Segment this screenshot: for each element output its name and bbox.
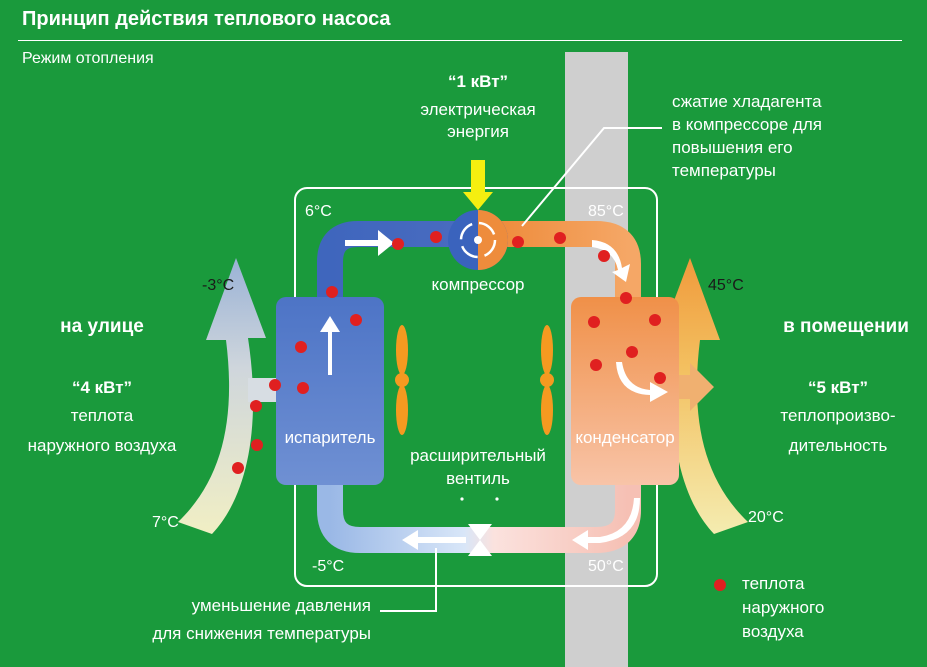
heat-dot: [649, 314, 661, 326]
temp-inside-return: 20°C: [748, 509, 784, 526]
power-value: “1 кВт”: [447, 72, 509, 91]
compression-note-line1: сжатие хладагента: [672, 92, 822, 111]
condenser-label: конденсатор: [575, 428, 675, 447]
flow-arrow-condenser: [616, 362, 668, 402]
flow-arrow-top-right: [592, 240, 630, 282]
legend-heat-dot: [714, 579, 726, 591]
heat-dot: [626, 346, 638, 358]
liquid-pipe: [317, 480, 641, 553]
temp-outside-intake: 7°C: [152, 514, 179, 531]
compression-note-line4: температуры: [672, 161, 776, 180]
heat-dot: [590, 359, 602, 371]
heat-dot: [430, 231, 442, 243]
fan-icon-right: [540, 325, 554, 435]
temp-outside-exhaust: -3°C: [202, 277, 235, 294]
heat-dot: [620, 292, 632, 304]
page-title: Принцип действия теплового насоса: [22, 8, 391, 30]
inside-air-arrow: [660, 258, 748, 534]
outside-air-arrow: [178, 258, 266, 534]
evaporator-label: испаритель: [284, 428, 376, 447]
pressure-leader-line: [380, 548, 437, 612]
heat-dot: [297, 382, 309, 394]
flow-arrow-top-left: [345, 230, 394, 256]
flow-arrow-bottom-left: [402, 530, 466, 550]
heat-dot: [588, 316, 600, 328]
legend-line1: теплота: [742, 574, 805, 593]
inside-label: в помещении: [783, 316, 909, 337]
heat-dot: [654, 372, 666, 384]
inside-power-value: “5 кВт”: [807, 378, 869, 397]
condenser: [571, 297, 679, 485]
mode-subtitle: Режим отопления: [22, 50, 154, 67]
flow-arrow-bottom-right: [572, 498, 640, 550]
temp-compressor-out: 85°C: [588, 203, 624, 220]
heat-dot: [512, 236, 524, 248]
inside-desc-line1: теплопроизво-: [780, 406, 896, 425]
power-label-line2: энергия: [447, 122, 509, 141]
heat-dot: [295, 341, 307, 353]
pressure-note-line2: для снижения температуры: [152, 624, 371, 643]
outside-desc-line1: теплота: [70, 406, 134, 425]
fan-icon-left: [395, 325, 409, 435]
title-divider: [18, 40, 902, 41]
flow-arrow-evaporator-up: [320, 316, 340, 375]
valve-marker-dot: [495, 497, 499, 501]
legend-line2: наружного: [742, 598, 825, 617]
compressor-hub: [474, 236, 482, 244]
heat-dot: [251, 439, 263, 451]
compression-note-line3: повышения его: [672, 138, 793, 157]
temp-evaporator-in: -5°C: [312, 558, 345, 575]
outside-label: на улице: [60, 316, 144, 337]
legend-line3: воздуха: [742, 622, 804, 641]
heat-dot: [350, 314, 362, 326]
heat-dot: [392, 238, 404, 250]
inside-desc-line2: дительность: [788, 436, 888, 455]
compression-leader-line: [521, 127, 662, 227]
valve-marker-dot: [460, 497, 464, 501]
outside-power-value: “4 кВт”: [71, 378, 133, 397]
compressor-hot-half: [478, 210, 508, 270]
temp-inside-supply: 45°C: [708, 277, 744, 294]
power-input-arrow: [463, 160, 493, 210]
expansion-valve-icon: [468, 524, 492, 556]
heat-dot: [598, 250, 610, 262]
heat-dot: [269, 379, 281, 391]
heat-dot: [554, 232, 566, 244]
compressor-label: компрессор: [431, 275, 525, 294]
valve-label-line1: расширительный: [410, 446, 546, 465]
valve-label-line2: вентиль: [446, 469, 510, 488]
heat-dot: [326, 286, 338, 298]
heat-dot: [250, 400, 262, 412]
heat-dot: [232, 462, 244, 474]
temp-condenser-out: 50°C: [588, 558, 624, 575]
outside-desc-line2: наружного воздуха: [27, 436, 177, 455]
compressor-rotation-icon: [459, 221, 497, 259]
power-label-line1: электрическая: [420, 100, 536, 119]
compression-note-line2: в компрессоре для: [672, 115, 822, 134]
temp-evaporator-out: 6°C: [305, 203, 332, 220]
pressure-note-line1: уменьшение давления: [191, 596, 371, 615]
